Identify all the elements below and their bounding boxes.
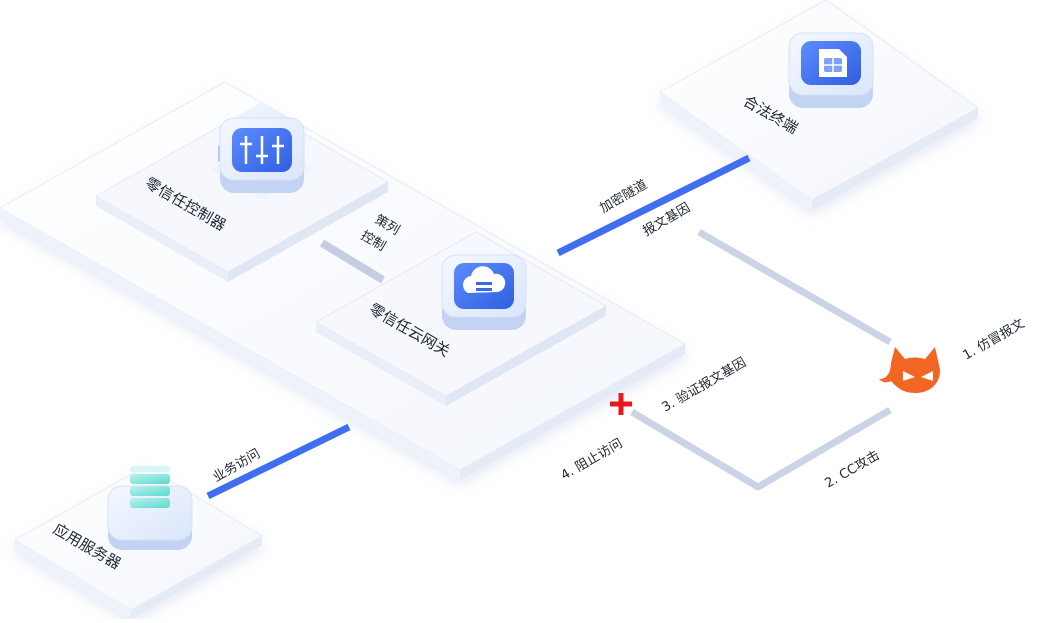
cloud-icon — [463, 266, 506, 293]
policy-link — [319, 239, 386, 284]
business-access-link — [206, 423, 351, 500]
attack-step3-label: 3. 验证报文基因 — [659, 354, 749, 415]
server-stack-icon — [130, 466, 170, 508]
tunnel-link — [556, 154, 751, 257]
attack-step2-label: 2. CC攻击 — [823, 448, 883, 491]
main-platform — [0, 81, 687, 480]
packet-gene-link — [697, 228, 892, 346]
attack-step1-label: 1. 仿冒报文 — [961, 316, 1028, 363]
attack-step4-label: 4. 阻止访问 — [559, 436, 626, 483]
controller-cube — [219, 117, 305, 193]
gateway-cube — [441, 254, 527, 330]
policy-grid-icon — [240, 136, 284, 164]
attack-path — [630, 406, 892, 491]
cat-devil-icon — [879, 347, 940, 393]
block-cross-icon — [610, 393, 632, 415]
terminal-cube — [788, 32, 874, 108]
server-cube — [107, 466, 193, 550]
sim-card-icon — [819, 49, 847, 77]
